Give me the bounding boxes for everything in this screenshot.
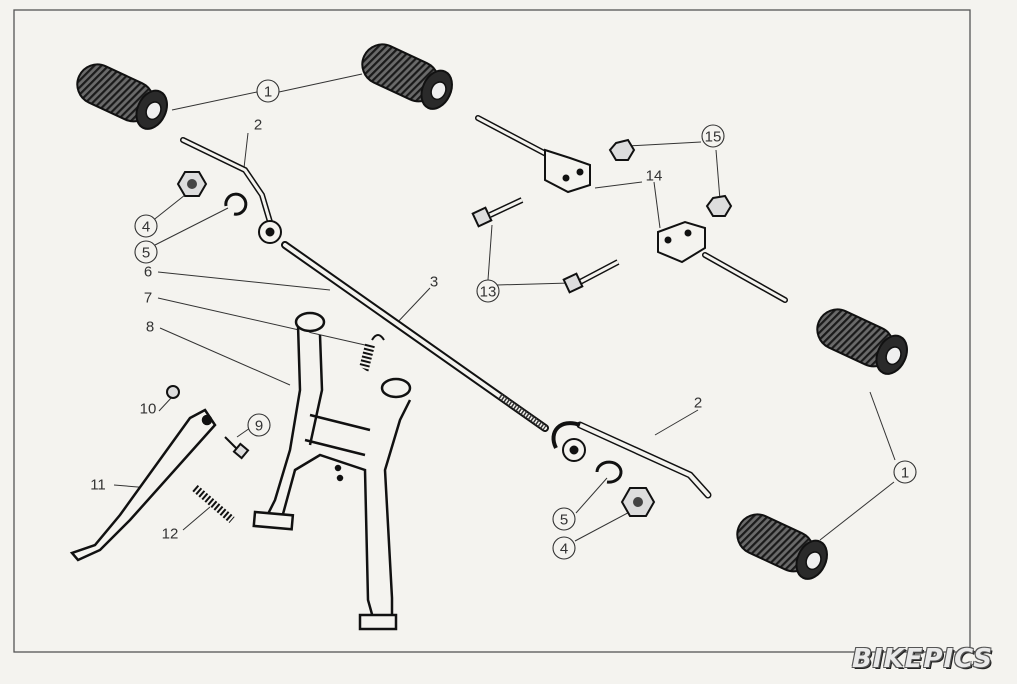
grip-lower	[729, 506, 834, 585]
page-frame	[13, 9, 971, 653]
washer-upper	[224, 192, 248, 216]
label-2-upper: 2	[254, 117, 262, 134]
centre-stand	[252, 311, 412, 631]
bolt-13-upper	[471, 197, 524, 228]
label-14: 14	[646, 168, 663, 185]
label-13: 13	[480, 284, 497, 301]
label-1-lower: 1	[901, 465, 909, 482]
label-12: 12	[162, 526, 179, 543]
label-8: 8	[146, 319, 154, 336]
grip-upper-mid	[354, 36, 459, 115]
footrest-rod	[281, 241, 549, 432]
label-4-upper: 4	[142, 219, 150, 236]
nut-10	[166, 385, 180, 399]
nut-15-lower	[705, 194, 733, 217]
label-3: 3	[430, 274, 438, 291]
bolt-13-lower	[562, 259, 620, 294]
watermark-logo: BIKEPICS	[851, 644, 993, 674]
leader-lines	[113, 73, 896, 542]
footrest-bar-upper	[475, 115, 591, 194]
label-4-lower: 4	[560, 541, 568, 558]
label-10: 10	[140, 401, 157, 418]
label-1-upper: 1	[264, 84, 272, 101]
washer-lower	[595, 460, 623, 484]
label-2-lower: 2	[694, 395, 702, 412]
label-6: 6	[144, 264, 152, 281]
label-11: 11	[90, 477, 106, 494]
bolt-9	[224, 436, 250, 460]
grip-right	[809, 301, 914, 380]
label-5-upper: 5	[142, 245, 150, 262]
nut-15-upper	[608, 138, 636, 161]
callouts	[134, 79, 917, 560]
side-stand-spring	[192, 484, 235, 524]
label-15: 15	[705, 129, 722, 146]
footrest-arm-upper	[180, 137, 282, 244]
grip-upper-left	[69, 56, 174, 135]
side-stand	[69, 408, 217, 562]
label-9: 9	[255, 418, 263, 435]
footrest-arm-lower	[551, 421, 712, 499]
label-5-lower: 5	[560, 512, 568, 529]
label-7: 7	[144, 290, 152, 307]
footrest-bar-lower	[657, 220, 788, 303]
